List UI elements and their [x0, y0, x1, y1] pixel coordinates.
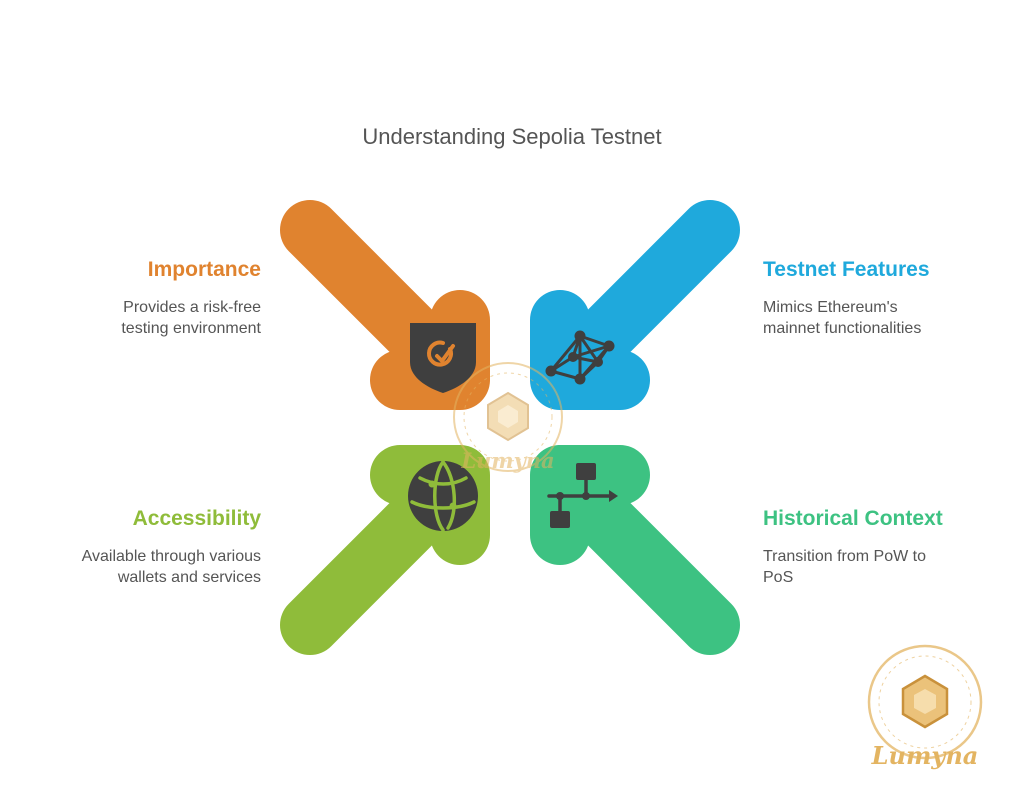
network-nodes-icon: [545, 330, 615, 385]
description-historical-context: Transition from PoW to PoS: [763, 548, 927, 586]
label-importance: Importance Provides a risk-free testing …: [21, 258, 261, 339]
heading-historical-context: Historical Context: [763, 507, 943, 530]
description-importance: Provides a risk-free testing environment: [121, 299, 261, 337]
label-testnet-features: Testnet Features Mimics Ethereum's mainn…: [763, 258, 1003, 339]
shield-check-icon: [410, 323, 476, 393]
flowchart-icon: [547, 463, 618, 528]
label-historical-context: Historical Context Transition from PoW t…: [763, 507, 1003, 588]
globe-icon: [408, 460, 478, 532]
heading-testnet-features: Testnet Features: [763, 258, 930, 281]
description-testnet-features: Mimics Ethereum's mainnet functionalitie…: [763, 299, 922, 337]
heading-importance: Importance: [147, 258, 261, 281]
svg-text:Lumyna: Lumyna: [871, 741, 979, 770]
arrow-testnet-features: [530, 200, 740, 410]
watermark-logo-center: Lumyna: [453, 362, 563, 473]
watermark-logo-corner: Lumyna: [867, 644, 983, 770]
svg-text:Lumyna: Lumyna: [460, 448, 554, 473]
description-accessibility: Available through various wallets and se…: [81, 548, 261, 586]
heading-accessibility: Accessibility: [132, 507, 261, 530]
label-accessibility: Accessibility Available through various …: [21, 507, 261, 588]
diagram-title: Understanding Sepolia Testnet: [362, 124, 662, 149]
